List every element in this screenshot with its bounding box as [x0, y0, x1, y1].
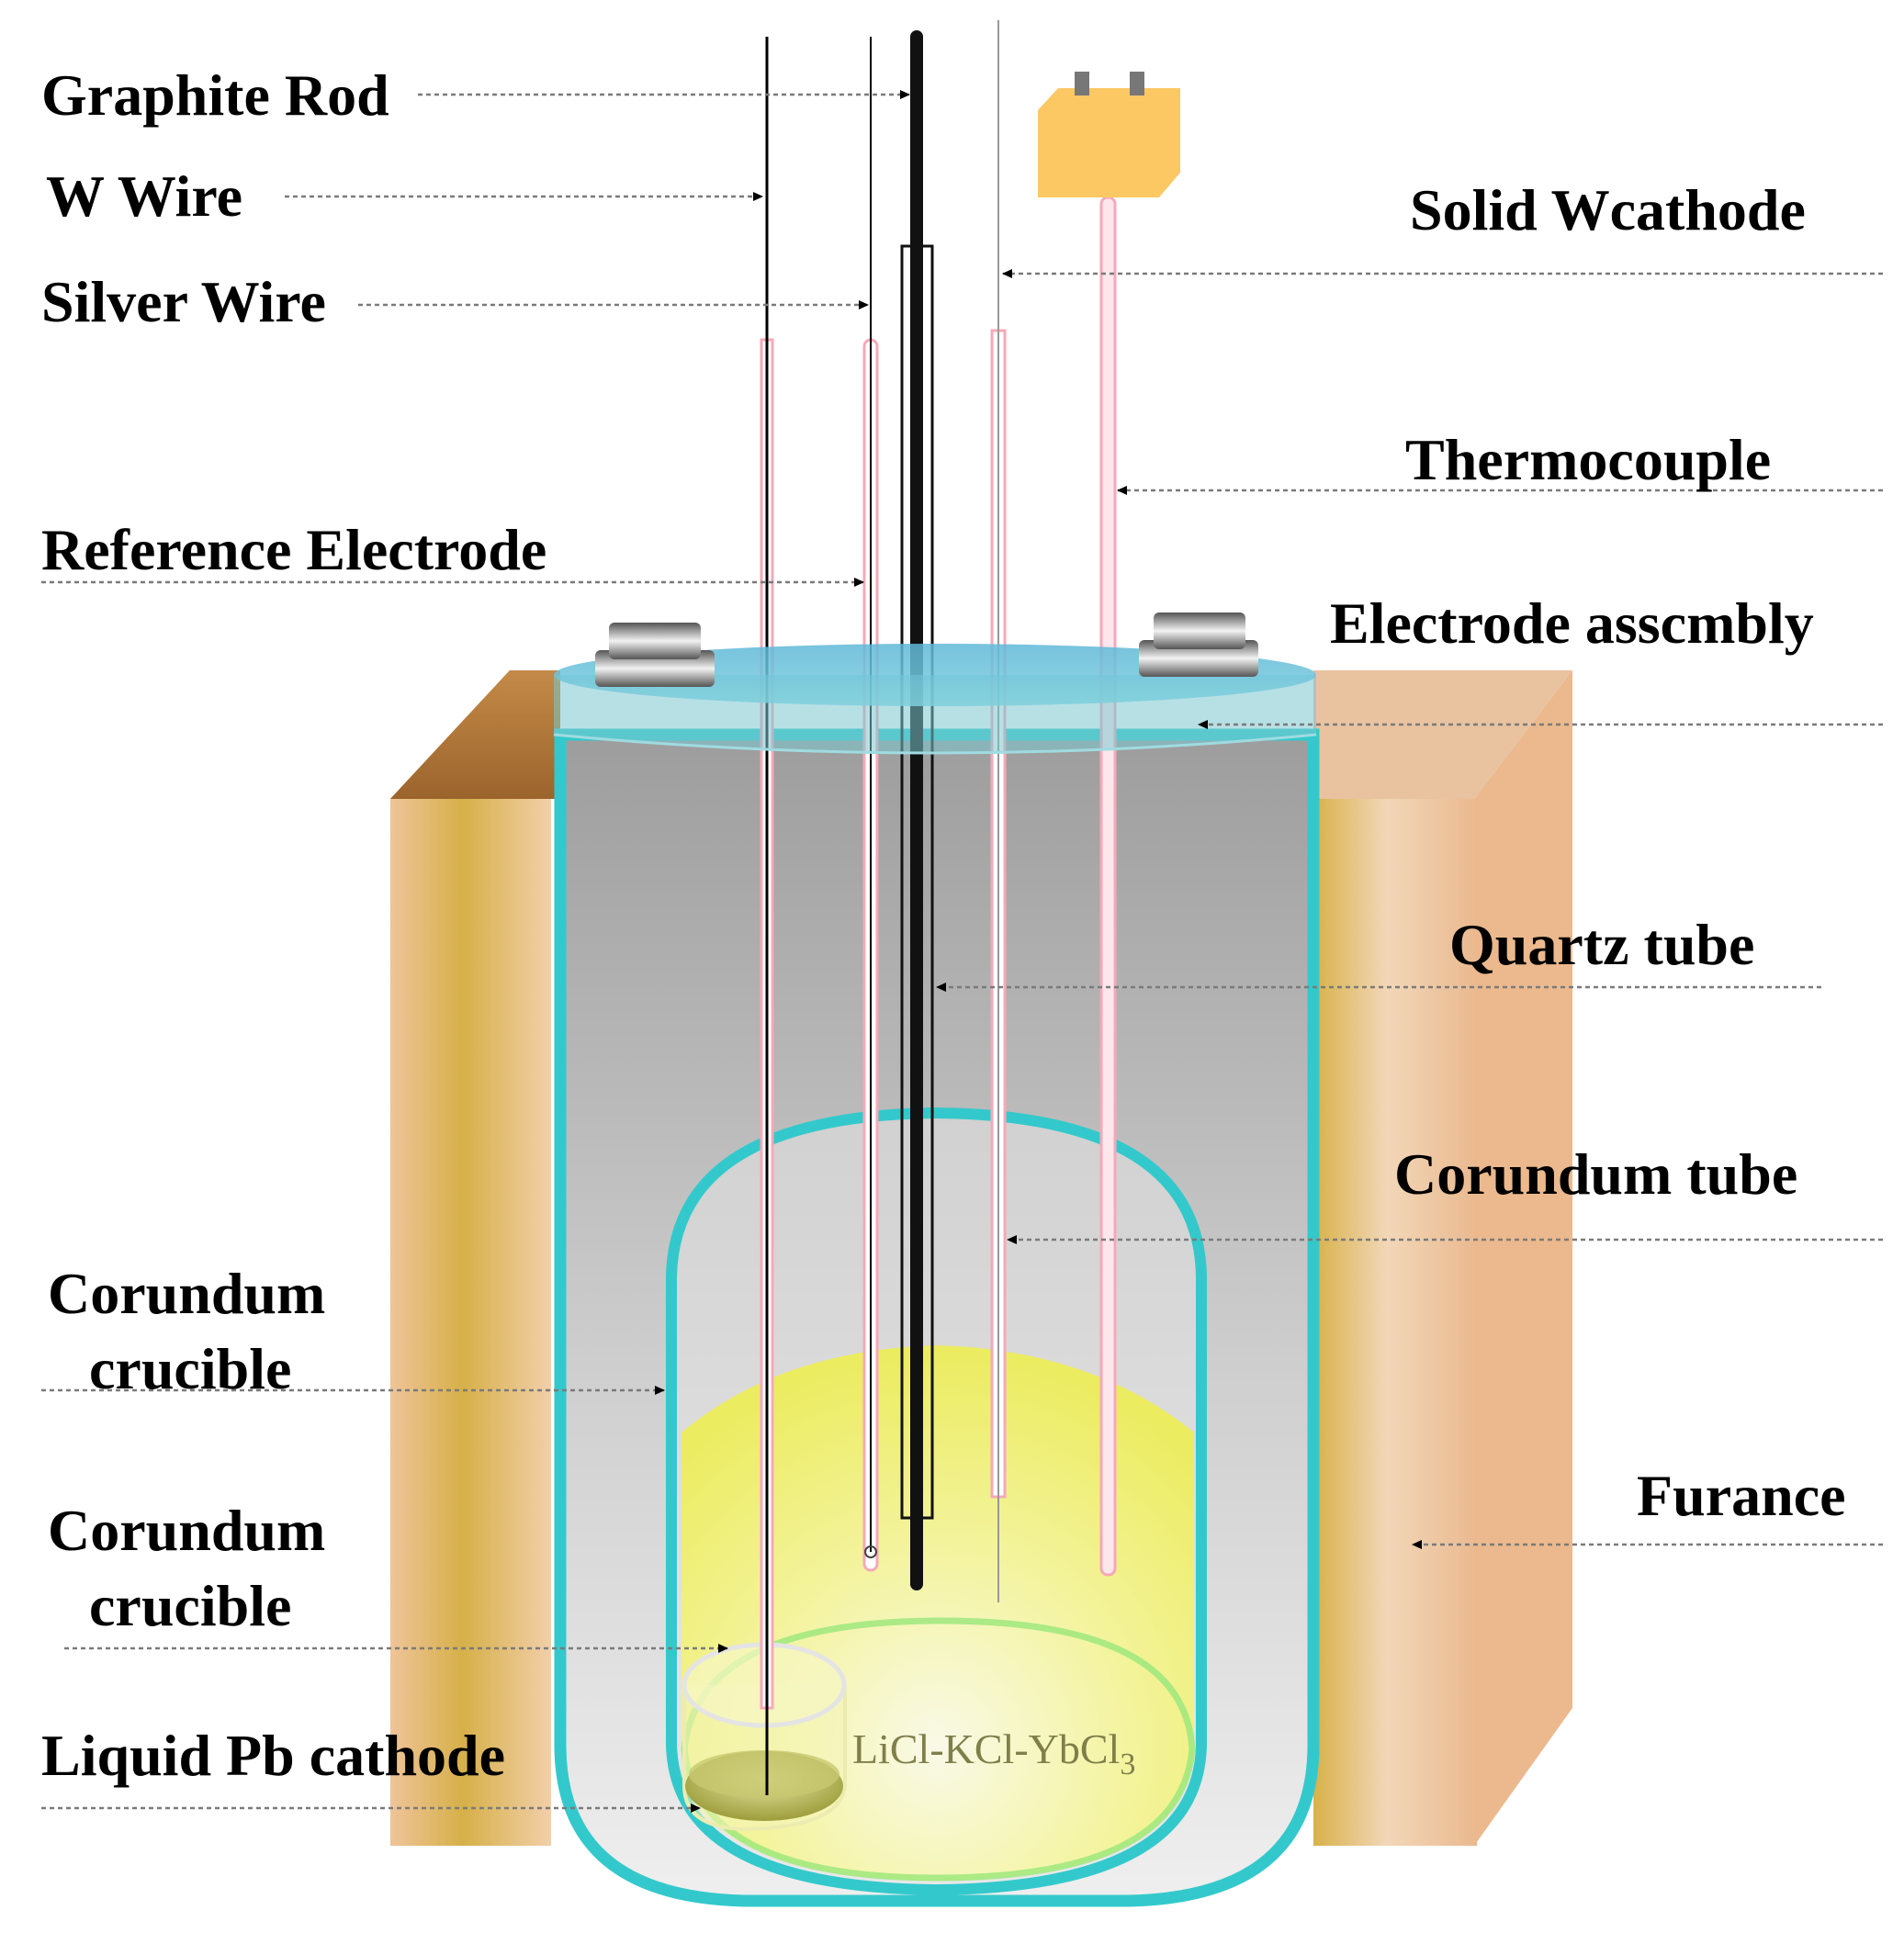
label-w-wire: W Wire — [46, 163, 242, 229]
label-electrode-assembly: Electrode asscmbly — [1330, 590, 1814, 656]
furnace-left-wall — [390, 799, 551, 1846]
melt-bottom-ring — [681, 1617, 1196, 1882]
leader-lines — [41, 90, 1883, 1813]
furnace — [390, 670, 1572, 1846]
lid-bottom-edge — [553, 733, 1317, 755]
label-liquid-pb-cathode: Liquid Pb cathode — [41, 1723, 505, 1788]
label-corundum-crucible-1-line2: crucible — [89, 1336, 291, 1401]
label-silver-wire: Silver Wire — [41, 269, 326, 334]
label-solid-w-cathode: Solid Wcathode — [1410, 177, 1806, 242]
label-graphite-rod: Graphite Rod — [41, 62, 389, 128]
label-quartz-tube: Quartz tube — [1449, 912, 1754, 977]
label-corundum-tube: Corundum tube — [1394, 1141, 1797, 1207]
furnace-left-upper-face — [390, 670, 560, 799]
thermocouple-pin-right — [1130, 72, 1144, 96]
liquid-pb-top — [689, 1750, 839, 1798]
thermocouple-pin-left — [1075, 72, 1089, 96]
furnace-right-side — [1474, 670, 1572, 1846]
thermocouple-head — [1038, 88, 1180, 197]
lid-knob-right — [1139, 612, 1258, 677]
label-reference-electrode: Reference Electrode — [41, 517, 546, 582]
furnace-right-front — [1313, 799, 1477, 1846]
lid-top — [554, 644, 1316, 706]
labels: Graphite Rod W Wire Silver Wire Referenc… — [41, 62, 1846, 1788]
salt-label: LiCl-KCl-YbCl3 — [852, 1725, 1135, 1781]
label-furance: Furance — [1637, 1463, 1846, 1528]
label-thermocouple: Thermocouple — [1405, 427, 1771, 492]
lid-knob-left — [595, 623, 715, 687]
label-corundum-crucible-2-line2: crucible — [89, 1573, 291, 1638]
label-corundum-crucible-1-line1: Corundum — [48, 1261, 325, 1326]
furnace-right-top-face — [1313, 670, 1572, 799]
reference-electrode-tip — [864, 1545, 877, 1558]
thermocouple-sheath — [1099, 196, 1117, 1577]
label-corundum-crucible-2-line1: Corundum — [48, 1498, 325, 1563]
electrode-assembly-lid — [553, 612, 1317, 755]
